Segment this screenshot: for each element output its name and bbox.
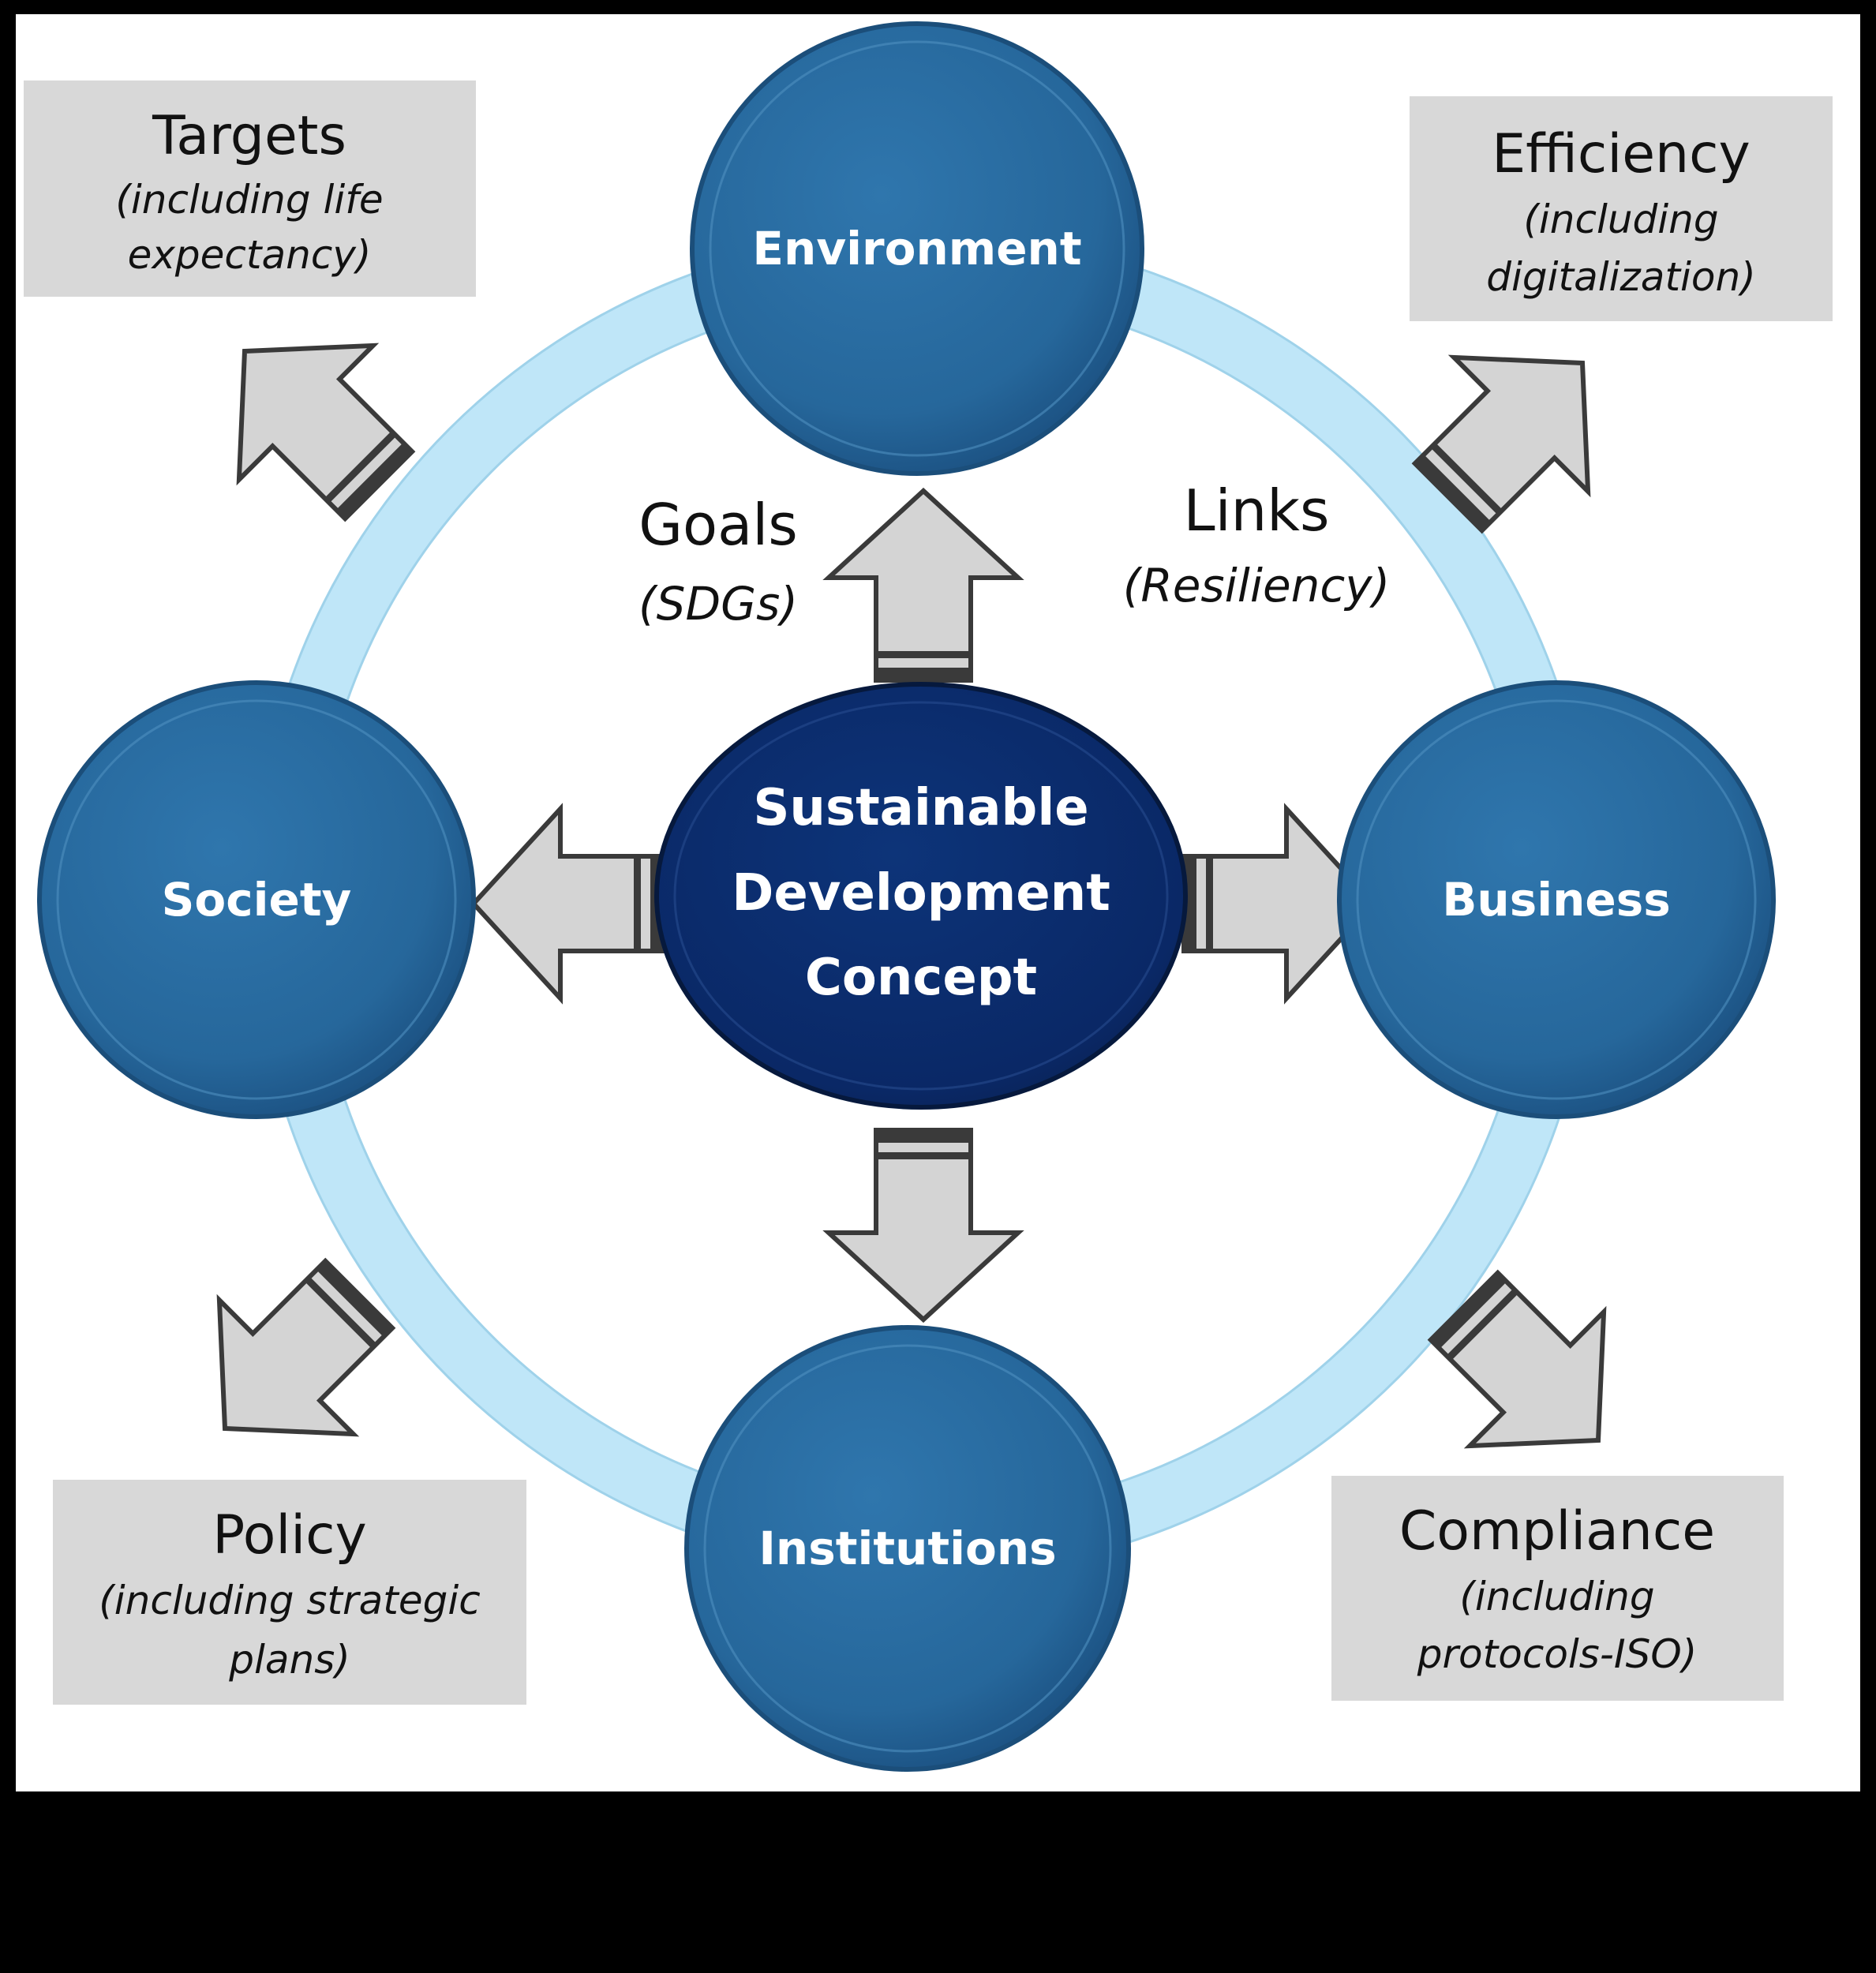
box-policy-sub-2: plans) [228,1637,350,1683]
box-efficiency: Efficiency (including digitalization) [1410,96,1833,321]
box-efficiency-sub-2: digitalization) [1486,254,1755,300]
node-business-label: Business [1442,873,1671,927]
links-title: Links [1184,477,1330,544]
box-targets-title: Targets [152,105,346,167]
center-line-3: Concept [805,949,1037,1007]
node-institutions: Institutions [684,1325,1131,1772]
box-targets: Targets (including life expectancy) [24,80,476,297]
box-efficiency-sub-1: (including [1523,197,1718,242]
goals-title: Goals [638,492,797,558]
box-compliance: Compliance (including protocols-ISO) [1331,1476,1784,1701]
box-policy-title: Policy [212,1504,367,1567]
links-subtitle: (Resiliency) [1123,559,1390,612]
node-environment-label: Environment [752,222,1081,275]
box-compliance-sub-2: protocols-ISO) [1417,1631,1698,1677]
center-line-2: Development [732,864,1110,923]
goals-subtitle: (SDGs) [638,577,798,631]
node-environment: Environment [690,21,1144,476]
goals-label: Goals (SDGs) [638,492,798,631]
box-policy: Policy (including strategic plans) [53,1480,526,1705]
box-efficiency-title: Efficiency [1492,123,1751,185]
box-compliance-sub-1: (including [1459,1574,1654,1619]
box-policy-sub-1: (including strategic [99,1578,480,1623]
box-compliance-title: Compliance [1399,1500,1715,1563]
center-concept: Sustainable Development Concept [654,682,1188,1110]
links-label: Links (Resiliency) [1123,477,1390,612]
node-society-label: Society [162,873,352,927]
node-society: Society [37,680,476,1119]
box-targets-sub-1: (including life [115,177,383,223]
node-institutions-label: Institutions [758,1522,1056,1575]
center-line-1: Sustainable [753,779,1088,837]
node-business: Business [1337,680,1776,1119]
box-targets-sub-2: expectancy) [128,232,372,278]
